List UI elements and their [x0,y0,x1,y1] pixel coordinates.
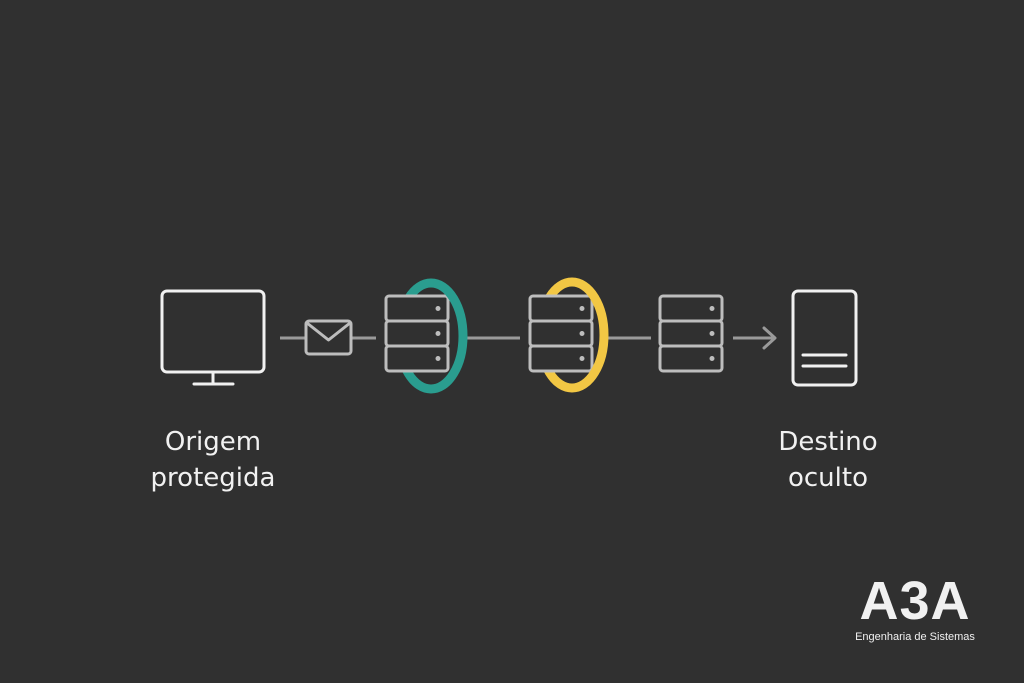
envelope-icon [304,319,353,356]
server-icon [528,294,594,373]
logo-subtitle: Engenharia de Sistemas [855,631,975,643]
monitor-icon [160,289,266,386]
document-icon [791,289,858,387]
server-icon [384,294,450,373]
origin-label: Origem protegida [150,427,276,493]
arrow-relay3-destination [733,326,777,350]
yellow-ring-front [571,277,609,393]
server-icon [658,294,724,373]
logo-mark: A3A [859,571,971,631]
company-logo: A3A Engenharia de Sistemas [840,572,990,644]
green-ring-front [430,278,468,394]
destination-label: Destino oculto [778,427,878,493]
relay-2-group [528,277,609,393]
relay-1-group [384,278,468,394]
